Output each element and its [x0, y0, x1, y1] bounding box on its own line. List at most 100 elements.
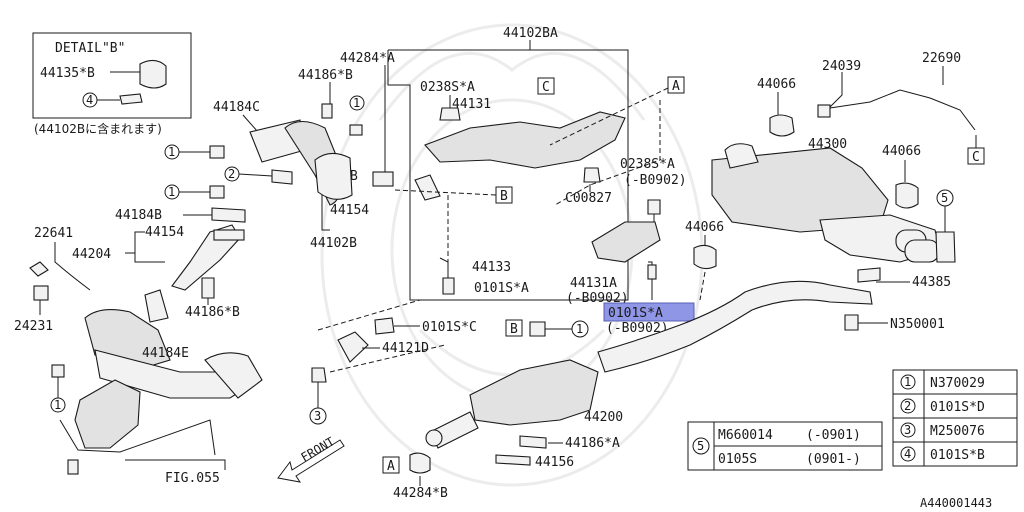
center-pipe[interactable] [597, 280, 873, 373]
highlighted-part-0101sa[interactable] [603, 302, 695, 322]
gasket-44184b[interactable] [211, 207, 246, 223]
stud-44156[interactable] [495, 454, 531, 466]
svg-text:1: 1 [168, 185, 175, 199]
svg-text:B: B [510, 322, 518, 337]
svg-text:44284*B: 44284*B [393, 486, 448, 501]
legend-part-1: N370029 [930, 376, 985, 391]
svg-text:44066: 44066 [685, 220, 724, 235]
nut-0238sa-2[interactable] [583, 167, 601, 183]
dashed-reference-a: A [549, 76, 685, 206]
svg-text:44131: 44131 [452, 97, 491, 112]
nut-lower-left[interactable] [51, 364, 65, 378]
center-pipe-assembly: 44200 44186*A 44156 A 44284*B [382, 280, 873, 501]
muffler-inlet[interactable] [724, 143, 759, 169]
detail-b-box: DETAIL"B" 44135*B 4 (44102Bに含まれます) [32, 32, 192, 136]
diagram-id: A440001443 [920, 496, 992, 510]
bolt-44186b[interactable] [321, 103, 333, 119]
svg-text:44154: 44154 [145, 225, 184, 240]
svg-text:44284*A: 44284*A [340, 51, 395, 66]
svg-text:44186*A: 44186*A [565, 436, 620, 451]
gasket-44102ba-front[interactable] [414, 174, 441, 201]
legend5-range-2: (0901-) [806, 452, 861, 467]
muffler-assembly: 44300 44066 5 44385 [711, 137, 956, 290]
bolt-lower[interactable] [67, 459, 79, 475]
svg-text:44300: 44300 [808, 137, 847, 152]
gasket-44385[interactable] [857, 267, 881, 283]
heat-shield-44131a[interactable] [591, 221, 661, 263]
svg-text:0101S*C: 0101S*C [422, 320, 477, 335]
tail-tip-2[interactable] [904, 239, 940, 263]
nut-0238sa[interactable] [439, 107, 461, 121]
svg-text:B: B [500, 189, 508, 204]
flange-44154[interactable] [213, 229, 245, 241]
o2-sensor-connector-22641[interactable] [29, 261, 49, 277]
bolt-item-5[interactable] [935, 231, 956, 263]
svg-text:44066: 44066 [757, 77, 796, 92]
bolt-0101sc[interactable] [374, 317, 395, 335]
legend-part-2: 0101S*D [930, 400, 985, 415]
svg-text:44156: 44156 [535, 455, 574, 470]
box-44102ba: 44102BA 0238S*A 44131 C B 44133 0101S*A [387, 26, 629, 301]
svg-text:24231: 24231 [14, 319, 53, 334]
bolt-44186a[interactable] [519, 435, 547, 449]
legend-part-4: 0101S*B [930, 448, 985, 463]
bolt-0101sa[interactable] [442, 277, 455, 295]
bolt-0101sb[interactable] [119, 93, 143, 105]
svg-text:0101S*A: 0101S*A [474, 281, 529, 296]
nut-n370029-a[interactable] [209, 145, 225, 159]
legend-table: 1 N370029 2 0101S*D 3 M250076 4 0101S*B [892, 369, 1018, 467]
lower-cover[interactable] [74, 379, 141, 449]
clip-n350001[interactable] [844, 314, 859, 331]
nut-m250076[interactable] [311, 367, 327, 383]
o2-sensor-24039[interactable] [817, 104, 831, 118]
svg-text:C: C [542, 80, 550, 95]
svg-text:3: 3 [904, 423, 911, 437]
svg-text:4: 4 [86, 93, 93, 107]
hanger-cluster: N350001 B 1 [505, 314, 945, 338]
heat-shield-upper[interactable] [314, 152, 353, 200]
rubber-mount-44066-b[interactable] [895, 182, 919, 209]
gasket-44284b-2[interactable] [409, 452, 431, 474]
center-cluster: 0238S*A (-B0902) C00827 44066 44131A (-B… [565, 157, 724, 336]
legend-part-3: M250076 [930, 424, 985, 439]
bracket-cluster: 0101S*C 44121D 3 [309, 299, 477, 425]
bolt-0101sd[interactable] [271, 169, 293, 185]
o2-sensor-24231[interactable] [33, 285, 49, 301]
svg-text:44200: 44200 [584, 410, 623, 425]
pipe-44204[interactable] [171, 224, 241, 291]
bracket-44121d[interactable] [337, 331, 369, 363]
svg-text:A: A [387, 459, 395, 474]
heat-shield-44131[interactable] [424, 111, 626, 169]
sensor-cluster: 44066 24039 22690 C [757, 51, 985, 165]
svg-text:4: 4 [904, 447, 911, 461]
gasket-44184e[interactable] [144, 289, 169, 323]
legend5-part-1: M660014 [718, 428, 773, 443]
svg-text:0101S*A: 0101S*A [608, 306, 663, 321]
svg-text:44184C: 44184C [213, 100, 260, 115]
nut-n370029-c[interactable] [529, 321, 546, 337]
nut-n370029-b[interactable] [209, 185, 225, 199]
heat-shield-right[interactable] [204, 352, 263, 399]
ref-marker-b [495, 186, 513, 204]
bolt-44131a[interactable] [647, 264, 657, 280]
svg-text:(-B0902): (-B0902) [606, 321, 669, 336]
nut-upper[interactable] [349, 124, 363, 136]
ref-marker-c [537, 77, 555, 95]
svg-text:44204: 44204 [72, 247, 111, 262]
gasket-44284a[interactable] [372, 171, 394, 187]
svg-text:5: 5 [941, 191, 948, 205]
svg-text:(-B0902): (-B0902) [566, 291, 629, 306]
svg-text:(-B0902): (-B0902) [624, 173, 687, 188]
bolt-44186b-2[interactable] [201, 277, 215, 299]
catalytic-converter-44200[interactable] [469, 359, 599, 426]
gasket-44284b[interactable] [425, 429, 443, 447]
rubber-mount-44066-c[interactable] [693, 244, 717, 270]
svg-text:N350001: N350001 [890, 317, 945, 332]
detail-b-title: DETAIL"B" [55, 41, 125, 56]
svg-text:3: 3 [314, 409, 321, 423]
svg-text:C: C [972, 150, 980, 165]
clamp-44135b[interactable] [139, 59, 167, 89]
rubber-mount-44066-a[interactable] [769, 114, 795, 137]
nut-c00827[interactable] [647, 199, 661, 215]
svg-text:B: B [350, 169, 358, 184]
